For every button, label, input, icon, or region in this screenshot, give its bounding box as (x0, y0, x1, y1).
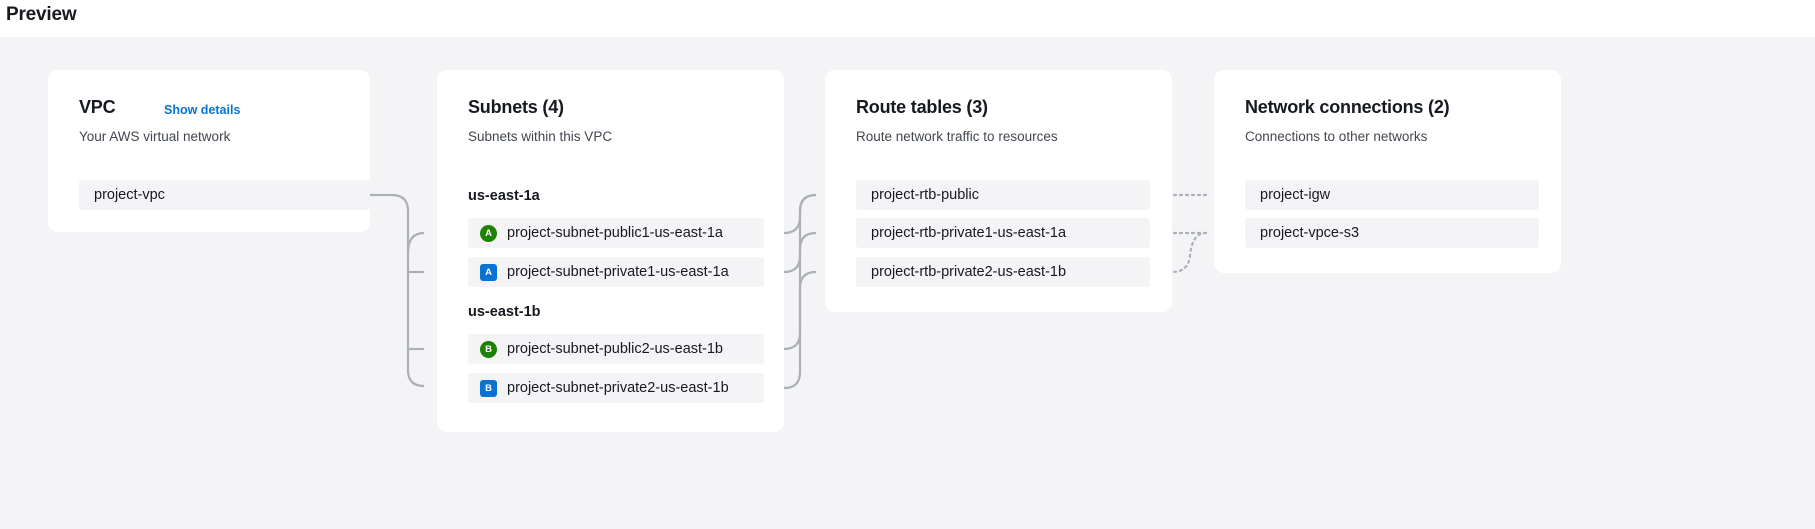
route-tables-card: Route tables (3) Route network traffic t… (825, 70, 1172, 312)
vpc-card-subtitle: Your AWS virtual network (79, 129, 231, 144)
subnet-label: project-subnet-private1-us-east-1a (507, 264, 729, 280)
network-connections-card-subtitle: Connections to other networks (1245, 129, 1428, 144)
route-table-label: project-rtb-private2-us-east-1b (871, 264, 1067, 280)
subnet-zone-badge-icon: A (480, 263, 497, 281)
network-connections-card: Network connections (2) Connections to o… (1214, 70, 1561, 273)
subnet-zone-badge-icon: B (480, 340, 497, 358)
route-table-row[interactable]: project-rtb-private1-us-east-1a (856, 218, 1150, 248)
subnet-label: project-subnet-public1-us-east-1a (507, 225, 723, 241)
subnet-zone-badge-icon: B (480, 379, 497, 397)
vpc-show-details-link[interactable]: Show details (164, 103, 241, 117)
subnet-row[interactable]: A project-subnet-public1-us-east-1a (468, 218, 764, 248)
vpc-resource-row[interactable]: project-vpc (79, 180, 370, 210)
route-table-label: project-rtb-private1-us-east-1a (871, 225, 1067, 241)
subnet-row[interactable]: A project-subnet-private1-us-east-1a (468, 257, 764, 287)
subnet-row[interactable]: B project-subnet-private2-us-east-1b (468, 373, 764, 403)
availability-zone-heading: us-east-1a (468, 188, 540, 204)
availability-zone-heading: us-east-1b (468, 304, 541, 320)
network-connections-card-title: Network connections (2) (1245, 97, 1450, 117)
route-table-row[interactable]: project-rtb-public (856, 180, 1150, 210)
subnets-card-title: Subnets (4) (468, 97, 564, 117)
subnets-card: Subnets (4) Subnets within this VPC us-e… (437, 70, 784, 432)
network-connection-row[interactable]: project-vpce-s3 (1245, 218, 1539, 248)
route-table-row[interactable]: project-rtb-private2-us-east-1b (856, 257, 1150, 287)
subnets-card-subtitle: Subnets within this VPC (468, 129, 613, 144)
subnet-row[interactable]: B project-subnet-public2-us-east-1b (468, 334, 764, 364)
vpc-resource-label: project-vpc (94, 187, 165, 203)
network-connection-row[interactable]: project-igw (1245, 180, 1539, 210)
subnet-label: project-subnet-public2-us-east-1b (507, 341, 723, 357)
vpc-card-title: VPC (79, 97, 116, 117)
network-connection-label: project-igw (1260, 187, 1331, 203)
vpc-preview-canvas: VPC Show details Your AWS virtual networ… (0, 37, 1815, 529)
vpc-card: VPC Show details Your AWS virtual networ… (48, 70, 370, 232)
subnet-zone-badge-icon: A (480, 224, 497, 242)
route-table-label: project-rtb-public (871, 187, 979, 203)
network-connection-label: project-vpce-s3 (1260, 225, 1360, 241)
route-tables-card-title: Route tables (3) (856, 97, 988, 117)
subnet-label: project-subnet-private2-us-east-1b (507, 380, 729, 396)
route-tables-card-subtitle: Route network traffic to resources (856, 129, 1058, 144)
page-title: Preview (6, 4, 77, 25)
